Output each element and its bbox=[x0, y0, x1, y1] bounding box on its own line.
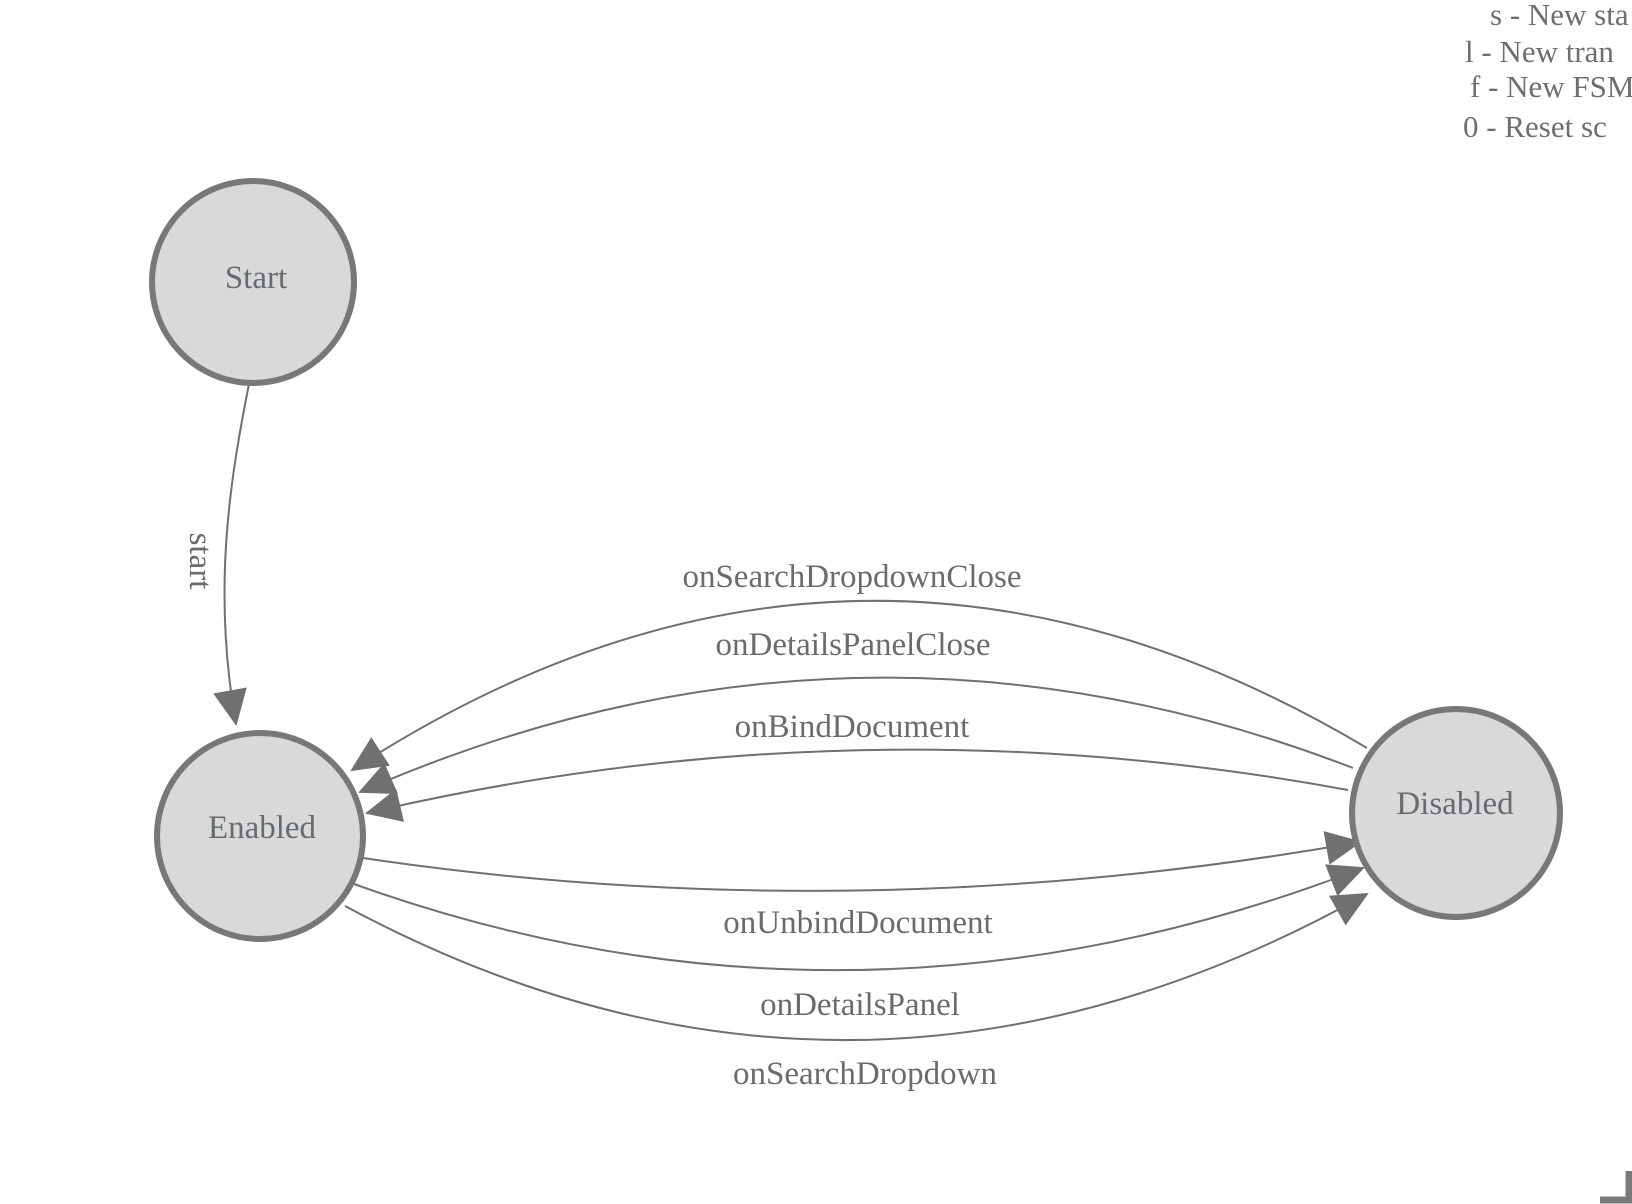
state-enabled[interactable]: Enabled bbox=[154, 730, 366, 942]
transition-start-edge[interactable] bbox=[213, 383, 250, 726]
transition-label-onUnbindDocument: onUnbindDocument bbox=[723, 905, 992, 941]
transition-label-onDetailsPanel: onDetailsPanel bbox=[760, 987, 960, 1023]
state-start[interactable]: Start bbox=[149, 178, 357, 386]
transition-onDetailsPanel-edge[interactable] bbox=[353, 864, 1365, 972]
transition-onUnbindDocument-edge[interactable] bbox=[362, 831, 1362, 892]
transition-onDetailsPanelClose: onDetailsPanelClose bbox=[358, 627, 1354, 794]
state-enabled-label: Enabled bbox=[208, 810, 317, 846]
transition-onDetailsPanel: onDetailsPanel bbox=[353, 864, 1365, 1023]
transition-label-start: start bbox=[182, 533, 218, 590]
legend-line-new-transition: l - New tran bbox=[1465, 34, 1614, 69]
transition-label-onSearchDropdownClose: onSearchDropdownClose bbox=[682, 559, 1021, 595]
transition-label-onSearchDropdown: onSearchDropdown bbox=[733, 1056, 997, 1092]
state-disabled[interactable]: Disabled bbox=[1349, 706, 1563, 920]
transition-onSearchDropdown: onSearchDropdown bbox=[344, 893, 1369, 1092]
transition-label-onDetailsPanelClose: onDetailsPanelClose bbox=[716, 627, 991, 663]
transition-onSearchDropdownClose-edge[interactable] bbox=[350, 599, 1368, 772]
legend-line-reset: 0 - Reset sc bbox=[1463, 109, 1607, 144]
state-disabled-label: Disabled bbox=[1396, 786, 1514, 822]
clipped-element-corner bbox=[1600, 1171, 1632, 1204]
legend-line-new-fsm: f - New FSM bbox=[1470, 69, 1632, 104]
transition-onBindDocument-edge[interactable] bbox=[365, 748, 1349, 822]
state-start-circle[interactable] bbox=[149, 178, 357, 386]
transition-start: start bbox=[182, 383, 250, 726]
transition-onDetailsPanelClose-edge[interactable] bbox=[358, 676, 1354, 794]
state-start-label: Start bbox=[225, 260, 287, 296]
transition-label-onBindDocument: onBindDocument bbox=[735, 709, 970, 745]
state-disabled-circle[interactable] bbox=[1349, 706, 1563, 920]
transition-onUnbindDocument: onUnbindDocument bbox=[362, 831, 1362, 941]
legend-line-new-state: s - New sta bbox=[1490, 0, 1629, 32]
transition-onSearchDropdown-edge[interactable] bbox=[344, 893, 1369, 1041]
state-enabled-circle[interactable] bbox=[154, 730, 366, 942]
transition-onSearchDropdownClose: onSearchDropdownClose bbox=[350, 559, 1368, 772]
transition-onBindDocument: onBindDocument bbox=[365, 709, 1349, 822]
